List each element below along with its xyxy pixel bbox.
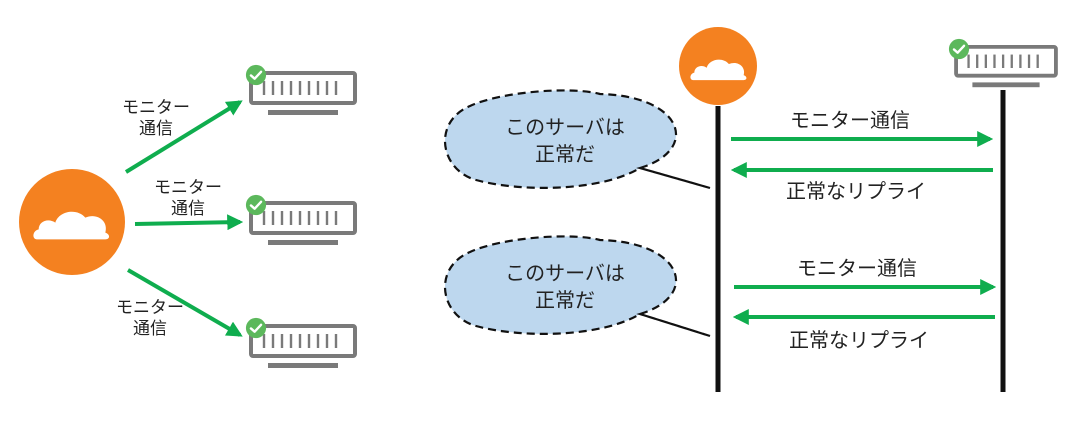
check-circle-icon	[948, 38, 970, 60]
server-icon	[249, 71, 357, 117]
check-circle-icon	[245, 64, 267, 86]
monitor-arrow-2	[134, 214, 244, 231]
reply-label-2: 正常なリプライ	[789, 328, 929, 352]
right-cloudflare-icon	[679, 27, 757, 105]
monitor-arrow-3	[126, 268, 243, 337]
reply-label-1: 正常なリプライ	[786, 179, 926, 203]
left-cloudflare-icon	[19, 169, 125, 275]
thought-bubble-1	[444, 89, 711, 190]
request-label-1: モニター通信	[790, 108, 910, 132]
left-server-2	[245, 194, 357, 247]
arrow-label-2-line2: 通信	[171, 199, 205, 220]
thought-bubble-2	[444, 235, 711, 338]
arrow-label-3: モニター 通信	[110, 298, 190, 341]
server-icon	[249, 201, 357, 247]
request-label-2: モニター通信	[797, 256, 917, 280]
arrow-label-3-line1: モニター	[116, 298, 184, 318]
arrow-label-2-line1: モニター	[154, 178, 222, 198]
monitor-arrow-1	[124, 100, 243, 174]
server-icon	[954, 44, 1058, 90]
left-server-3	[245, 317, 357, 370]
bubble-1-text: このサーバは 正常だ	[505, 115, 625, 166]
check-circle-icon	[245, 194, 267, 216]
left-server-1	[245, 64, 357, 117]
arrow-label-1-line2: 通信	[139, 119, 173, 140]
arrow-label-2: モニター 通信	[148, 178, 228, 221]
arrow-label-1-line1: モニター	[122, 98, 190, 118]
bubble-2-text: このサーバは 正常だ	[505, 261, 625, 312]
arrow-label-1: モニター 通信	[116, 98, 196, 141]
arrow-label-3-line2: 通信	[133, 319, 167, 340]
server-icon	[249, 324, 357, 370]
right-server	[948, 38, 1058, 90]
check-circle-icon	[245, 317, 267, 339]
